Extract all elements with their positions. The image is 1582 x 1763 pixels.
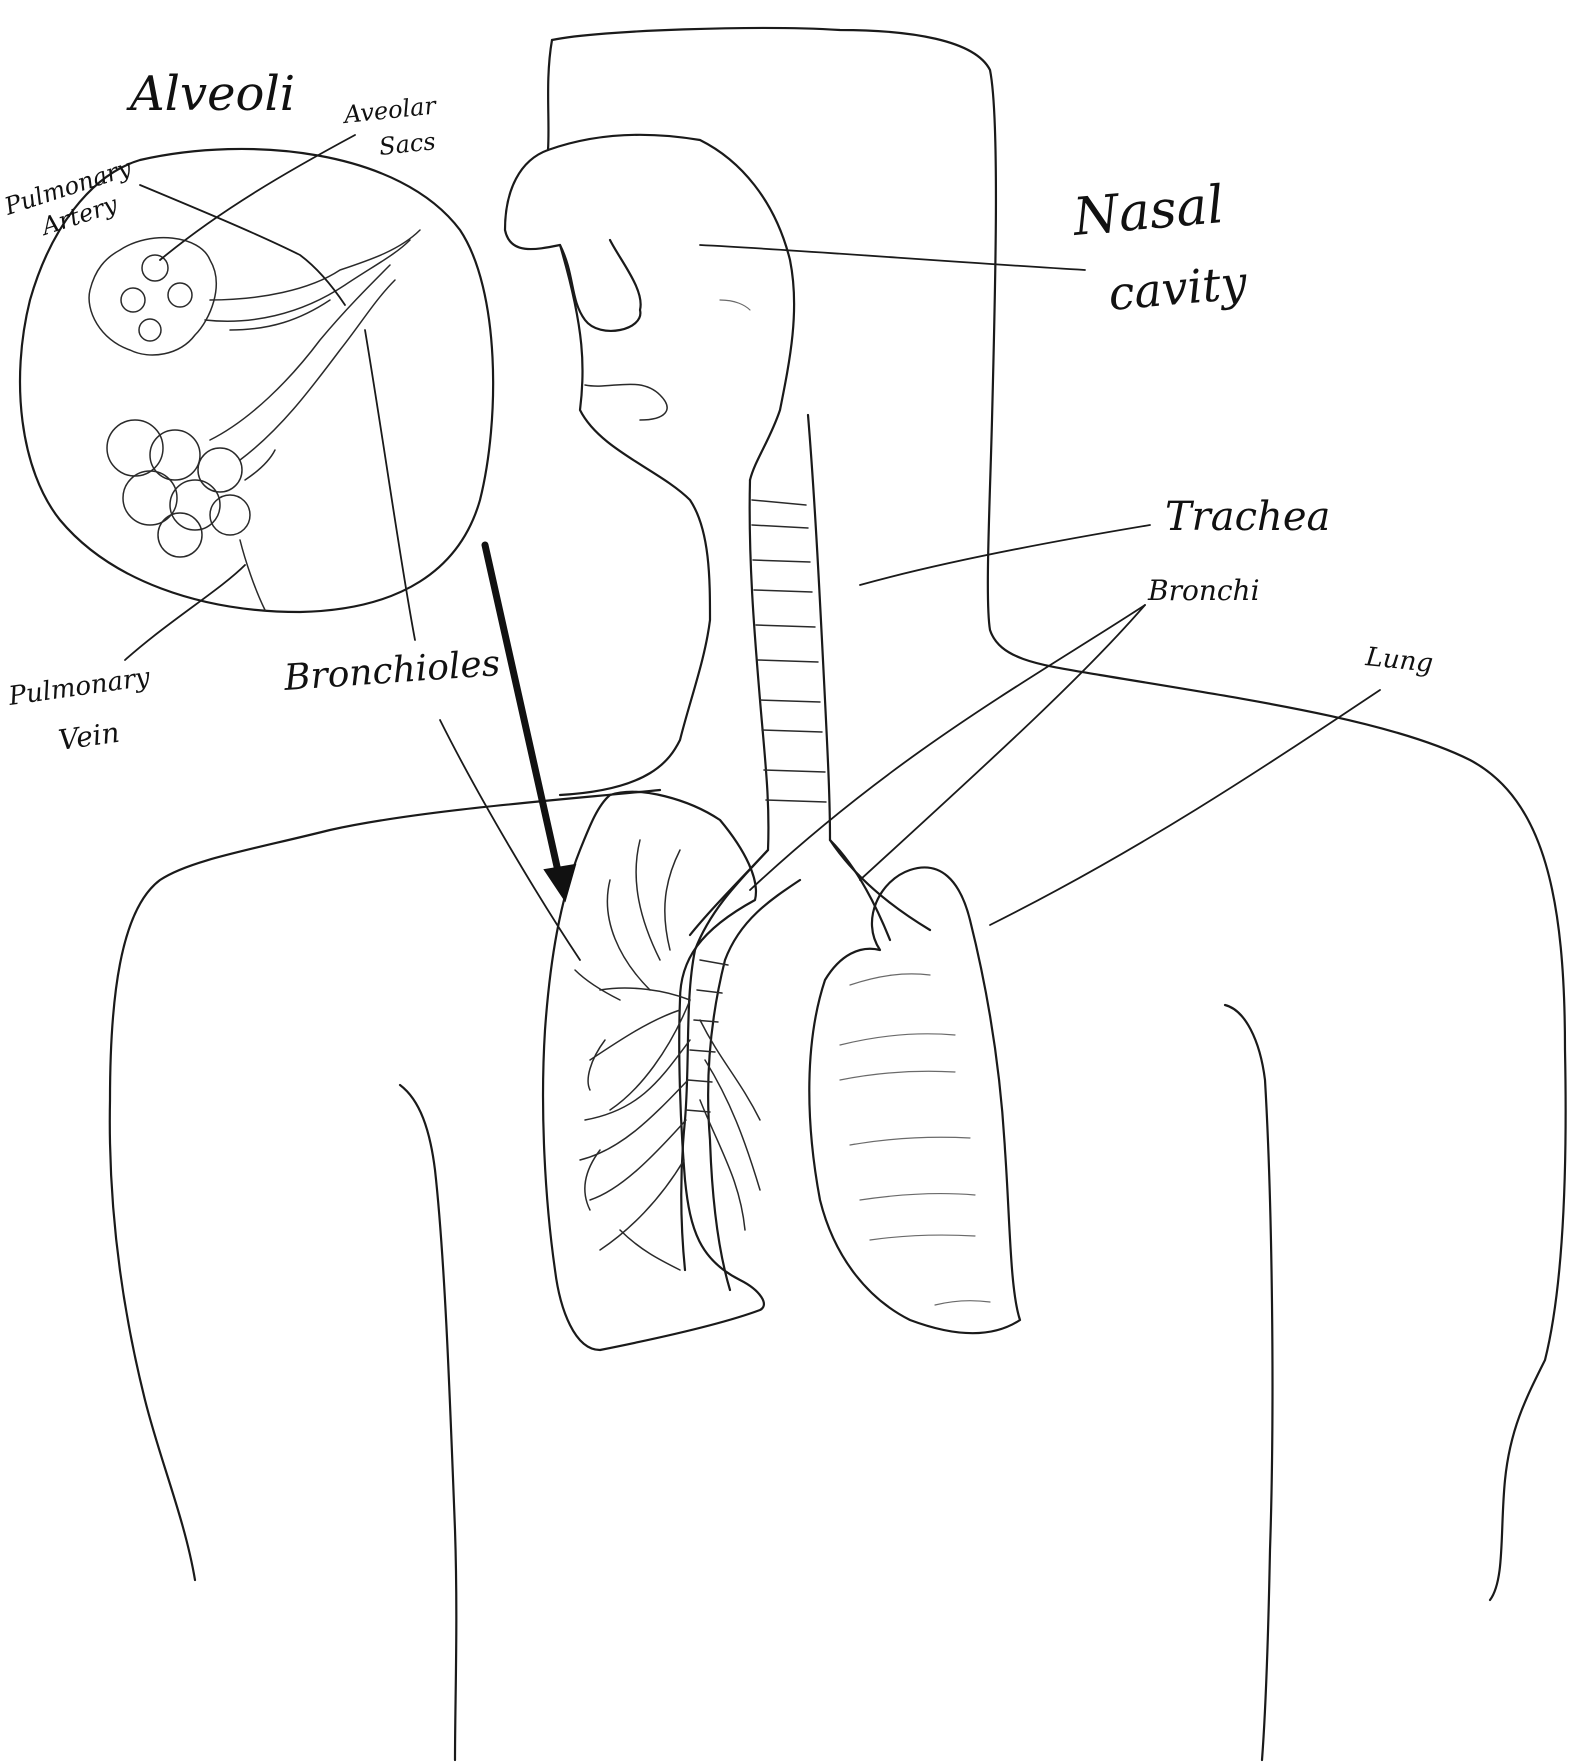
labels: Alveoli Aveolar Sacs Pulmonary Artery Pu… xyxy=(0,66,1434,757)
alveolar-sac-lower xyxy=(107,420,250,557)
inset-title: Alveoli xyxy=(126,66,295,122)
trachea-right-wall xyxy=(808,415,930,930)
alveolar-sacs-label-2: Sacs xyxy=(378,127,437,161)
bronchi-leader-right xyxy=(860,605,1145,880)
zoom-arrow xyxy=(485,545,575,900)
nasal-cavity xyxy=(548,135,794,795)
left-lung xyxy=(543,792,764,1350)
tongue-outline xyxy=(585,384,667,420)
left-arm-inner xyxy=(400,1085,456,1760)
right-lung xyxy=(809,867,1020,1333)
right-arm-inner xyxy=(1225,1005,1272,1760)
trachea xyxy=(681,415,930,1290)
left-bronchus-inner xyxy=(708,880,800,1290)
left-shoulder-outline xyxy=(110,790,660,1580)
right-lung-lines xyxy=(840,974,990,1305)
bronchiole-branches xyxy=(575,840,760,1270)
pulmonary-vein-label-2: Vein xyxy=(56,716,121,757)
inset-bronchiole-tubes xyxy=(205,230,420,480)
throat-back-outline xyxy=(560,245,710,795)
right-bronchus xyxy=(830,840,890,940)
pulmonary-vein-vessel xyxy=(240,540,265,610)
alveolar-sacs-label-1: Aveolar xyxy=(341,91,439,129)
nasal-cavity-label-1: Nasal xyxy=(1069,175,1226,248)
pulmonary-vein-leader xyxy=(125,565,245,660)
bronchioles-label: Bronchioles xyxy=(282,643,502,699)
nasal-cavity-label-2: cavity xyxy=(1106,255,1250,321)
pulmonary-vein-label-1: Pulmonary xyxy=(6,662,152,712)
alveolar-sac-upper xyxy=(89,238,216,355)
lung-label: Lung xyxy=(1363,642,1434,679)
head-outline xyxy=(552,28,1566,1600)
right-lung-outline xyxy=(809,867,1020,1333)
body-outline xyxy=(110,28,1566,1760)
bronchi-label: Bronchi xyxy=(1147,574,1260,607)
trachea-rings xyxy=(752,500,826,802)
nasal-cavity-leader xyxy=(700,245,1085,270)
trachea-label: Trachea xyxy=(1165,494,1330,540)
nasal-cavity-outline xyxy=(548,135,794,480)
bronchi-leader-left xyxy=(750,605,1145,890)
trachea-left-wall xyxy=(690,480,768,935)
nasal-detail xyxy=(720,300,750,310)
head-front-outline xyxy=(505,40,641,331)
trachea-leader xyxy=(860,525,1150,585)
bronchioles-leader-inset xyxy=(365,330,415,640)
lung-leader xyxy=(990,690,1380,925)
